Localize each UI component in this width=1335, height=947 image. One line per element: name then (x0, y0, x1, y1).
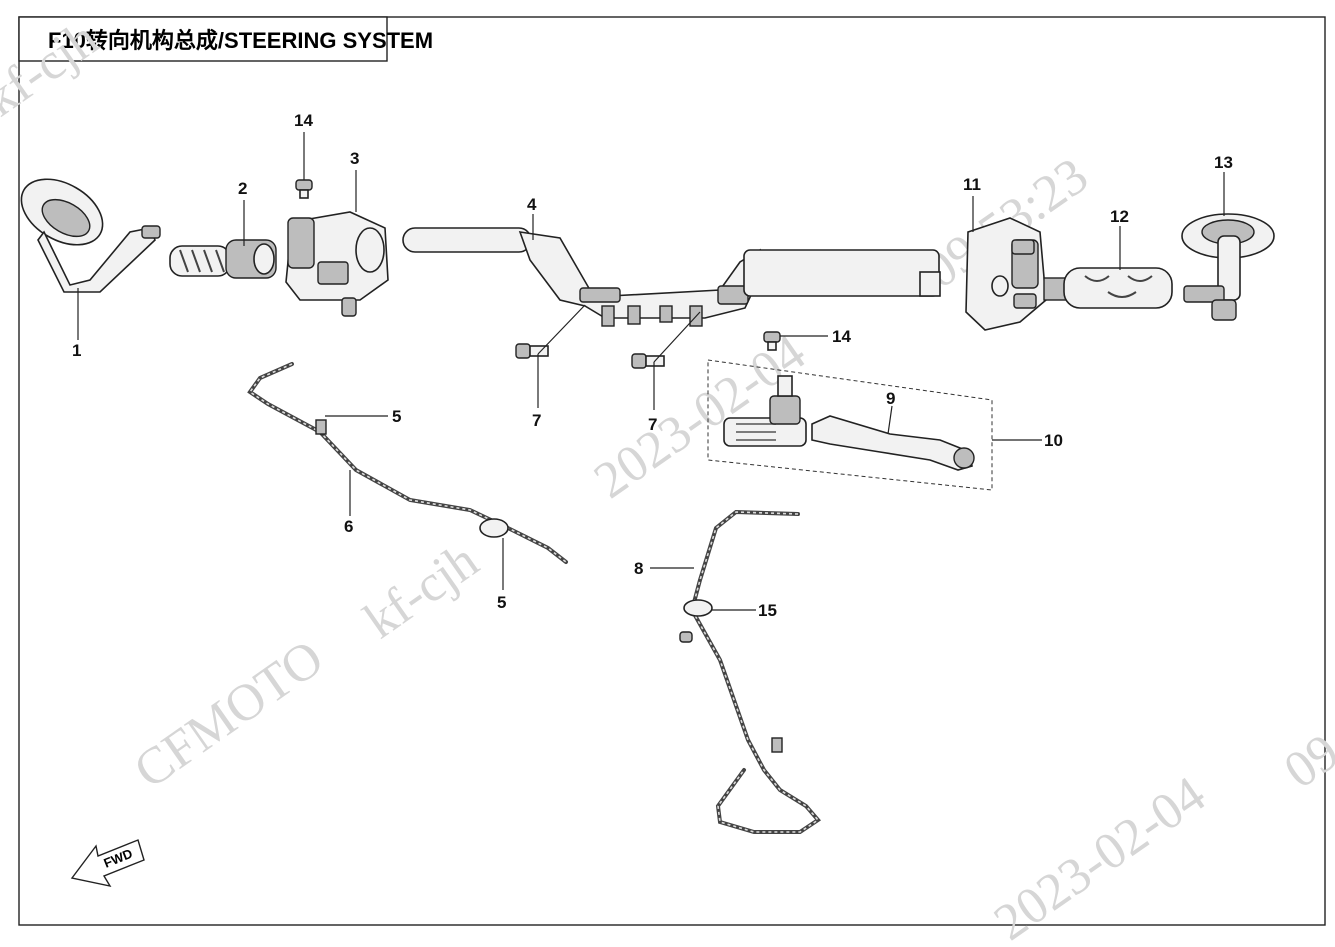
callout-8: 8 (634, 559, 643, 578)
part-handlebar (402, 227, 941, 327)
callout-9: 9 (886, 389, 895, 408)
watermark: kf-cjh (354, 532, 488, 650)
watermark: CFMOTO (124, 629, 333, 799)
callout-5a: 5 (392, 407, 401, 426)
page-title: F10转向机构总成/STEERING SYSTEM (48, 28, 433, 53)
part-screw-right (763, 331, 781, 351)
leader-lines (77, 132, 1225, 611)
callout-7b: 7 (648, 415, 657, 434)
watermark-layer: kf-cjh kf-cjh CFMOTO 2023-02-04 2023-02-… (0, 10, 1335, 947)
part-bolt-left (515, 343, 549, 359)
part-brake-hose (679, 509, 821, 834)
callout-14a: 14 (294, 111, 313, 130)
watermark: 2023-02-04 (984, 766, 1215, 942)
callout-11: 11 (963, 175, 981, 194)
part-right-grip (1043, 267, 1173, 309)
part-throttle-cable (247, 362, 568, 564)
callout-7a: 7 (532, 411, 541, 430)
part-right-mirror (1181, 213, 1275, 321)
page-border (18, 16, 1326, 926)
callout-2: 2 (238, 179, 247, 198)
callout-15: 15 (758, 601, 777, 620)
callout-1: 1 (72, 341, 81, 360)
part-left-switch-housing (285, 211, 389, 317)
part-left-mirror (20, 178, 161, 293)
callout-10: 10 (1044, 431, 1063, 450)
part-screw-top-left (295, 179, 313, 199)
title-box (18, 16, 388, 62)
part-master-cylinder-assembly (707, 359, 993, 491)
callout-5b: 5 (497, 593, 506, 612)
part-left-grip (169, 239, 277, 279)
callout-13: 13 (1214, 153, 1233, 172)
callout-labels: 1 2 3 4 5 5 6 7 7 8 9 10 11 12 13 14 14 … (72, 111, 1233, 620)
callout-4: 4 (527, 195, 537, 214)
callout-3: 3 (350, 149, 359, 168)
fwd-direction-arrow: FWD (70, 839, 145, 888)
part-right-switch-housing (965, 217, 1047, 331)
callout-6: 6 (344, 517, 353, 536)
watermark: 09 (1274, 723, 1335, 800)
callout-14b: 14 (832, 327, 851, 346)
callout-12: 12 (1110, 207, 1129, 226)
